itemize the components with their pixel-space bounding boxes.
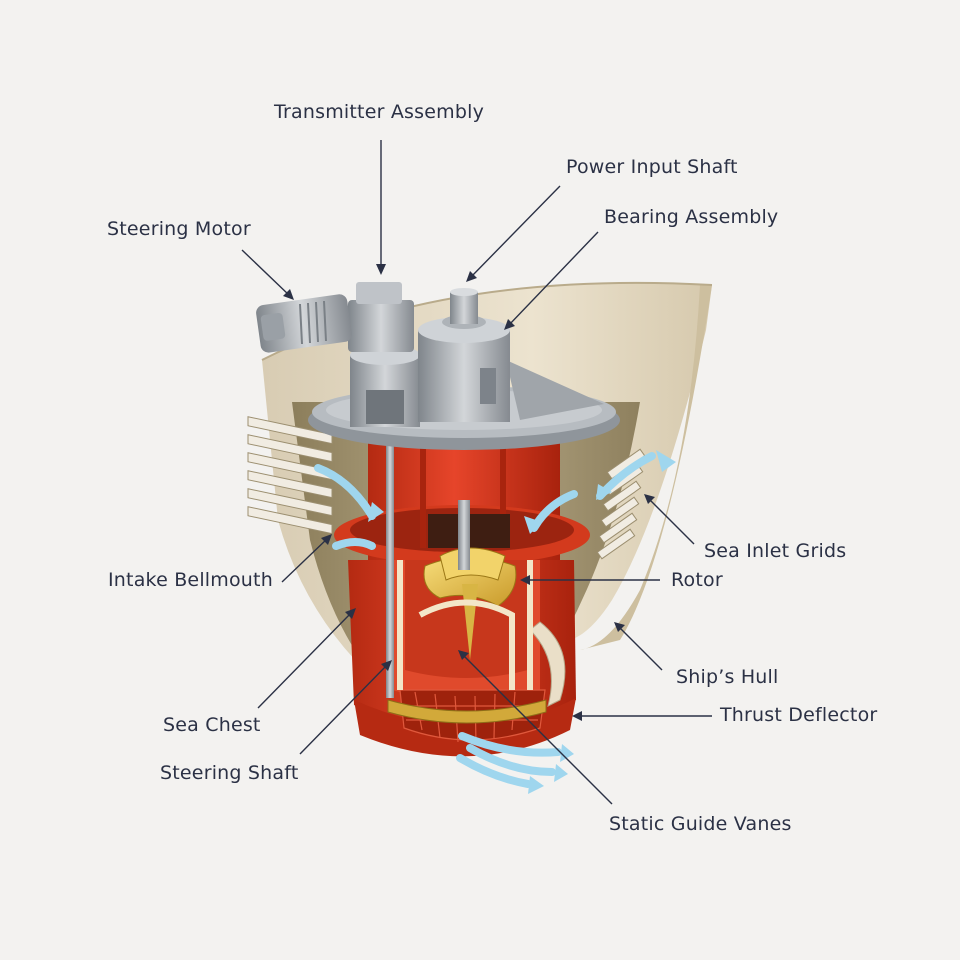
flow-arrow-outlet-2 — [466, 744, 556, 776]
transmitter-assembly — [348, 282, 420, 427]
leader-power-input-shaft — [469, 185, 561, 279]
leader-sea-inlet-grids — [647, 497, 695, 545]
leader-steering-motor — [241, 249, 291, 297]
rotor — [423, 500, 517, 660]
steering-gear-ring — [387, 699, 547, 724]
label-bearing-assembly: Bearing Assembly — [604, 206, 779, 228]
thrust-deflector — [529, 621, 566, 707]
label-static-guide-vanes: Static Guide Vanes — [609, 813, 792, 835]
flow-arrow-outlet-1 — [458, 732, 562, 757]
flow-arrow-left-inlet — [314, 464, 376, 520]
flow-arrow-outlet-3 — [456, 754, 532, 788]
label-rotor: Rotor — [671, 569, 723, 591]
leader-sea-chest — [257, 611, 353, 709]
sea-inlet-grid-left — [247, 416, 333, 535]
flow-arrowheads — [368, 450, 676, 794]
bearing-assembly — [418, 288, 604, 422]
label-steering-shaft: Steering Shaft — [160, 762, 299, 784]
leader-static-guide-vanes — [461, 653, 613, 805]
label-steering-motor: Steering Motor — [107, 218, 251, 240]
label-thrust-deflector: Thrust Deflector — [720, 704, 878, 726]
leader-bearing-assembly — [507, 231, 599, 327]
label-ships-hull: Ship’s Hull — [676, 666, 779, 688]
label-power-input-shaft: Power Input Shaft — [566, 156, 738, 178]
leader-ships-hull — [617, 625, 663, 671]
label-transmitter-assembly: Transmitter Assembly — [274, 101, 485, 123]
flow-arrow-left-lower — [332, 538, 376, 550]
label-sea-chest: Sea Chest — [163, 714, 261, 736]
label-intake-bellmouth: Intake Bellmouth — [108, 569, 273, 591]
sea-inlet-grid-right — [596, 448, 646, 560]
label-sea-inlet-grids: Sea Inlet Grids — [704, 540, 847, 562]
steering-motor — [256, 294, 352, 353]
leader-intake-bellmouth — [281, 537, 329, 583]
leader-steering-shaft — [299, 663, 389, 755]
leader-lines — [241, 140, 712, 805]
steering-shaft — [386, 430, 394, 698]
leader-arrowheads — [283, 264, 655, 721]
